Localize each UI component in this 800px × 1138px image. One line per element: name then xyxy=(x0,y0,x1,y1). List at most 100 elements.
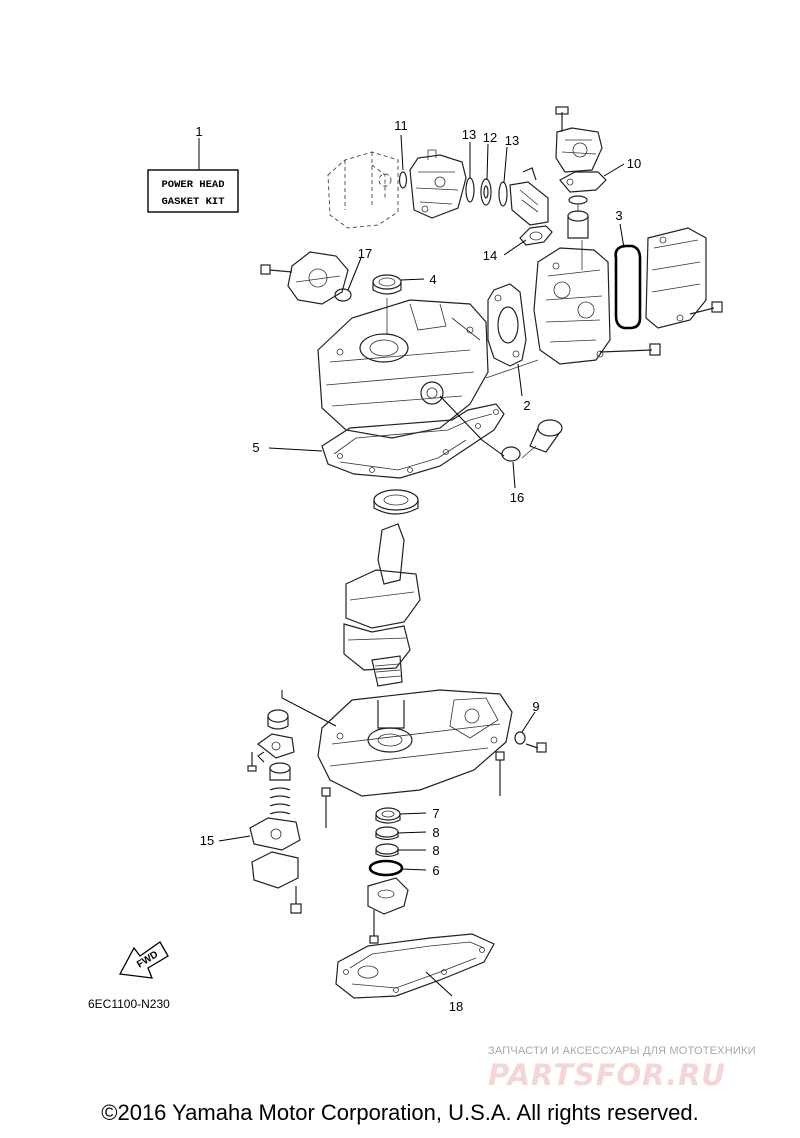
leader-4 xyxy=(400,278,425,281)
small-screw-head xyxy=(247,765,257,772)
callout-8-upper[interactable]: 8 xyxy=(432,825,439,840)
relief-valve-spring[interactable] xyxy=(269,787,291,815)
oil-seal-8-upper[interactable] xyxy=(375,826,399,841)
cylinder-head-gasket-2[interactable] xyxy=(487,283,527,367)
watermark-caption: ЗАПЧАСТИ И АКСЕССУАРЫ ДЛЯ МОТОТЕХНИКИ xyxy=(488,1045,756,1057)
kit-label-line2: GASKET KIT xyxy=(161,196,224,208)
callout-11[interactable]: 11 xyxy=(394,118,408,133)
callout-18[interactable]: 18 xyxy=(449,999,463,1014)
relief-cover-bolt-head xyxy=(290,903,302,914)
relief-valve-cap[interactable] xyxy=(267,709,289,730)
relief-plate-hole xyxy=(271,741,281,751)
callout-6[interactable]: 6 xyxy=(432,863,439,878)
leader-8a xyxy=(397,831,427,834)
fuel-pump[interactable] xyxy=(287,251,349,305)
o-ring-16[interactable] xyxy=(501,446,521,462)
callout-2[interactable]: 2 xyxy=(523,398,530,413)
leader-12 xyxy=(486,143,489,180)
oil-seal-7[interactable] xyxy=(375,807,401,824)
callout-13-right[interactable]: 13 xyxy=(505,133,519,148)
drain-bolt[interactable] xyxy=(525,743,539,749)
drain-bolt-head xyxy=(536,742,547,753)
crankcase-bolt-left-head xyxy=(321,787,331,797)
o-ring-17[interactable] xyxy=(334,288,352,302)
intake-joint[interactable] xyxy=(509,167,549,226)
crankshaft[interactable] xyxy=(343,523,421,687)
gasket-15[interactable] xyxy=(249,817,301,851)
head-bolt[interactable] xyxy=(599,349,653,353)
thermostat[interactable] xyxy=(567,195,589,239)
crank-bearing[interactable] xyxy=(373,489,419,515)
seal-housing[interactable] xyxy=(367,877,409,915)
gasket-10[interactable] xyxy=(559,171,607,193)
callout-12[interactable]: 12 xyxy=(483,130,497,145)
leader-11 xyxy=(400,134,404,171)
relief-guide xyxy=(257,751,265,763)
crankcase-bolt-right-head xyxy=(495,751,505,761)
oil-filler-cap[interactable] xyxy=(521,419,563,459)
intake-assembly-outline xyxy=(327,151,399,229)
crankcase-gasket-5[interactable] xyxy=(321,403,505,479)
gasket-12[interactable] xyxy=(480,178,492,206)
leader-3 xyxy=(619,223,625,249)
fuel-pump-bolt[interactable] xyxy=(269,269,293,273)
oil-cap-guide xyxy=(439,395,505,457)
cylinder-block[interactable] xyxy=(317,299,489,439)
o-ring-9[interactable] xyxy=(514,731,526,745)
crankcase-guide xyxy=(281,690,337,727)
leader-15 xyxy=(218,835,251,842)
oil-seal-8-lower[interactable] xyxy=(375,843,399,858)
leader-5 xyxy=(268,447,323,452)
callout-17[interactable]: 17 xyxy=(358,246,372,261)
diagram-code: 6EC1100-N230 xyxy=(88,997,170,1011)
callout-14[interactable]: 14 xyxy=(483,248,497,263)
callout-1[interactable]: 1 xyxy=(195,124,202,139)
thermostat-cover[interactable] xyxy=(555,106,603,173)
leader-7 xyxy=(399,812,427,815)
callout-13-left[interactable]: 13 xyxy=(462,127,476,142)
kit-label-line1: POWER HEAD xyxy=(161,179,224,191)
callout-8-lower[interactable]: 8 xyxy=(432,843,439,858)
callout-3[interactable]: 3 xyxy=(615,208,622,223)
gasket-14-hole xyxy=(529,231,543,241)
head-cover[interactable] xyxy=(645,227,723,329)
block-head-guide xyxy=(485,359,539,379)
gasket-13-right[interactable] xyxy=(498,181,508,207)
o-ring-6[interactable] xyxy=(368,859,404,877)
gasket-10-hole xyxy=(566,178,574,186)
bottom-gasket-18[interactable] xyxy=(335,933,495,999)
callout-7[interactable]: 7 xyxy=(432,806,439,821)
relief-valve-piston[interactable] xyxy=(269,762,291,781)
crankcase[interactable] xyxy=(317,689,513,797)
head-cover-gasket-3[interactable] xyxy=(614,244,642,330)
gasket-15-hole xyxy=(270,828,282,840)
leader-9 xyxy=(521,711,536,733)
head-bolt-head xyxy=(649,343,661,356)
leader-10 xyxy=(603,163,625,177)
callout-4[interactable]: 4 xyxy=(429,272,436,287)
callout-5[interactable]: 5 xyxy=(252,440,259,455)
relief-valve-plate[interactable] xyxy=(256,733,295,759)
carburetor[interactable] xyxy=(409,149,467,219)
leader-17 xyxy=(347,257,362,291)
callout-16[interactable]: 16 xyxy=(510,490,524,505)
watermark-logo: PARTSFOR.RU xyxy=(488,1058,726,1092)
oil-seal-4[interactable] xyxy=(372,274,402,295)
gasket-13-left[interactable] xyxy=(465,177,475,203)
leader-2 xyxy=(517,363,523,397)
o-ring-11[interactable] xyxy=(398,171,408,189)
fuel-pump-bolt-head xyxy=(260,264,271,275)
gasket-kit-label[interactable]: POWER HEAD GASKET KIT xyxy=(147,169,239,213)
callout-15[interactable]: 15 xyxy=(200,833,214,848)
callout-9[interactable]: 9 xyxy=(532,699,539,714)
relief-valve-cover[interactable] xyxy=(251,851,299,889)
gasket-14[interactable] xyxy=(519,225,553,246)
leader-13b xyxy=(503,146,508,183)
cylinder-head[interactable] xyxy=(533,240,611,365)
fwd-arrow: FWD xyxy=(118,941,169,979)
leader-14 xyxy=(503,239,527,256)
callout-10[interactable]: 10 xyxy=(627,156,641,171)
leader-18 xyxy=(425,971,453,997)
copyright-notice: ©2016 Yamaha Motor Corporation, U.S.A. A… xyxy=(101,1100,699,1125)
